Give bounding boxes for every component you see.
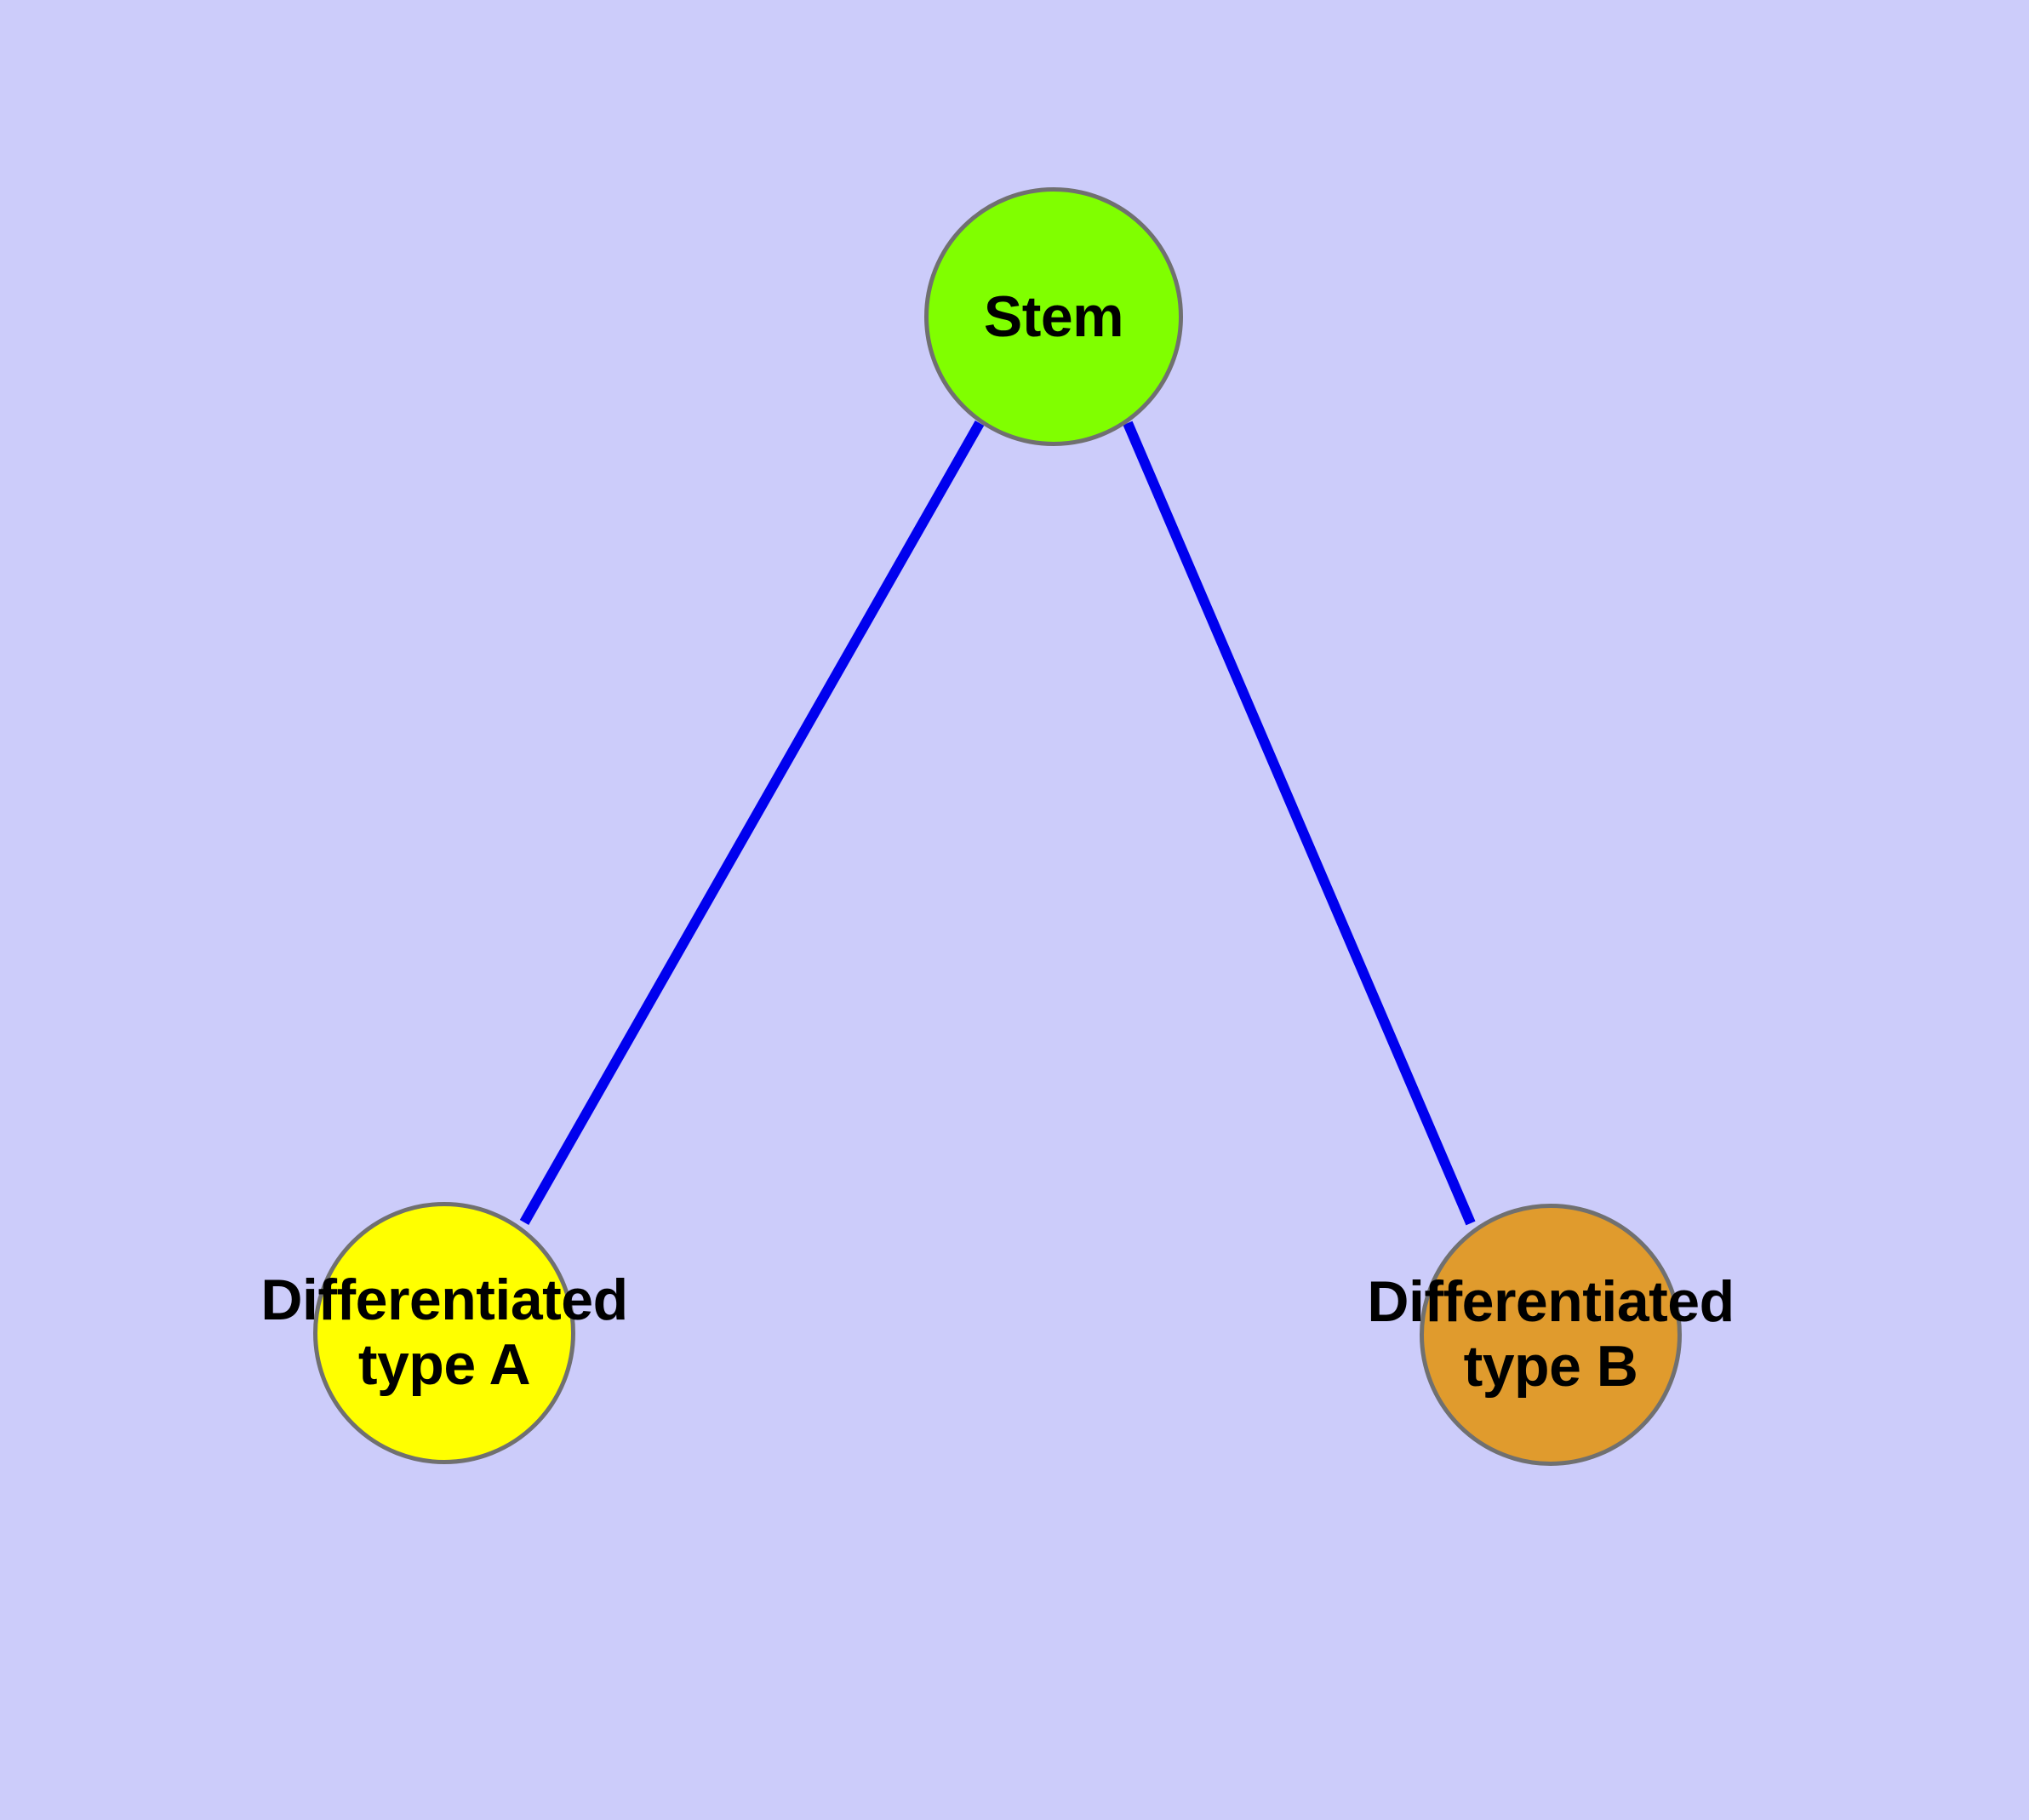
edge-stem-to-differentiated-type-b	[1123, 421, 1476, 1226]
node-differentiated-type-b[interactable]	[1420, 1204, 1682, 1466]
node-stem[interactable]	[924, 187, 1183, 446]
edge-stem-to-differentiated-type-a	[519, 421, 985, 1225]
node-differentiated-type-a[interactable]	[313, 1202, 575, 1464]
